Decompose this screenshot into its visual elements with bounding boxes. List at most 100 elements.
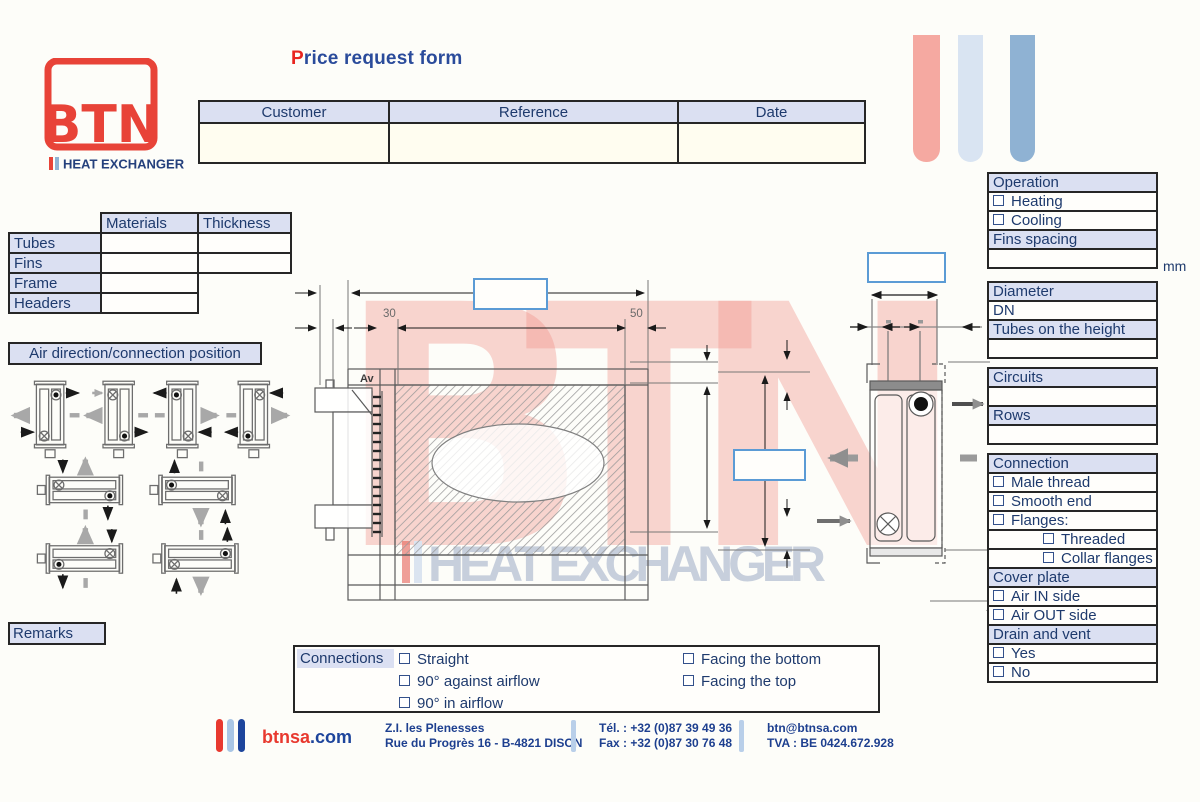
air-in-option[interactable]: Air IN side: [987, 586, 1158, 607]
frame-material-cell[interactable]: [100, 272, 199, 294]
remarks-label: Remarks: [8, 622, 106, 645]
air-in-label: Air IN side: [1011, 588, 1081, 605]
front-view: Av: [314, 368, 649, 601]
logo-tagline-bar-blue: [55, 157, 59, 170]
facing-bottom-option[interactable]: Facing the bottom: [683, 651, 821, 668]
straight-option[interactable]: Straight: [399, 651, 469, 668]
checkbox-icon: [993, 214, 1004, 225]
smooth-end-option[interactable]: Smooth end: [987, 491, 1158, 512]
checkbox-icon: [993, 647, 1004, 658]
circuits-rows-table: Circuits Rows: [987, 367, 1158, 445]
materials-blank-cell: [9, 213, 101, 233]
width-dimension-input[interactable]: [473, 278, 548, 310]
cooling-option[interactable]: Cooling: [987, 210, 1158, 231]
depth-dimension-input[interactable]: [867, 252, 946, 283]
footer-phone: Tél. : +32 (0)87 39 49 36 Fax : +32 (0)8…: [599, 721, 732, 751]
flanges-option[interactable]: Flanges:: [987, 510, 1158, 531]
title-accent-letter: P: [291, 48, 304, 69]
headers-material-cell[interactable]: [100, 292, 199, 314]
logo-tagline: HEAT EXCHANGER: [63, 157, 185, 172]
checkbox-icon: [683, 653, 694, 664]
circuits-input-cell[interactable]: [987, 386, 1158, 407]
dim-label-50: 50: [630, 308, 643, 320]
tubes-row-label: Tubes: [8, 232, 102, 254]
tubes-material-cell[interactable]: [100, 232, 199, 254]
checkbox-icon: [993, 609, 1004, 620]
collar-flanges-label: Collar flanges: [1061, 550, 1153, 567]
customer-input-cell[interactable]: [198, 122, 390, 164]
threaded-option[interactable]: Threaded: [987, 529, 1158, 550]
deco-bar-pink: [913, 35, 940, 162]
threaded-label: Threaded: [1061, 531, 1126, 548]
in-airflow-label: 90° in airflow: [417, 695, 504, 712]
fins-thickness-cell[interactable]: [197, 252, 292, 274]
airflow-arrow-icons: [10, 406, 291, 596]
fins-row-label: Fins: [8, 252, 102, 274]
checkbox-icon: [993, 590, 1004, 601]
rows-input-cell[interactable]: [987, 424, 1158, 445]
facing-top-option[interactable]: Facing the top: [683, 673, 796, 690]
cover-plate-header: Cover plate: [987, 567, 1158, 588]
date-input-cell[interactable]: [677, 122, 866, 164]
flanges-label: Flanges:: [1011, 512, 1069, 529]
footer-logo-bars: [216, 719, 249, 757]
footer-address-line1: Z.I. les Plenesses: [385, 721, 485, 735]
tubes-height-input-cell[interactable]: [987, 338, 1158, 359]
footer-address: Z.I. les Plenesses Rue du Progrès 16 - B…: [385, 721, 582, 751]
av-label: Av: [360, 373, 375, 385]
page-title: Price request form: [291, 48, 463, 70]
tube-ends: [373, 395, 381, 534]
male-thread-label: Male thread: [1011, 474, 1091, 491]
fins-material-cell[interactable]: [100, 252, 199, 274]
dn-label: DN: [993, 302, 1015, 319]
reference-input-cell[interactable]: [388, 122, 679, 164]
height-dimension-input[interactable]: [733, 449, 806, 481]
footer-email: btn@btnsa.com: [767, 721, 858, 735]
heating-option[interactable]: Heating: [987, 191, 1158, 212]
footer-bar-darkblue: [238, 719, 245, 752]
fins-spacing-input-cell[interactable]: [987, 248, 1158, 269]
drain-yes-option[interactable]: Yes: [987, 643, 1158, 664]
connections-label: Connections: [297, 649, 394, 668]
in-airflow-option[interactable]: 90° in airflow: [399, 695, 503, 712]
cooling-label: Cooling: [1011, 212, 1062, 229]
reference-header: Reference: [388, 100, 679, 124]
footer-contact: btn@btnsa.com TVA : BE 0424.672.928: [767, 721, 894, 751]
footer-bar-red: [216, 719, 223, 752]
connection-header: Connection: [987, 453, 1158, 474]
watermark-bar-red: [402, 541, 410, 583]
checkbox-icon: [993, 476, 1004, 487]
operation-fins-table: Operation Heating Cooling Fins spacing: [987, 172, 1158, 269]
drain-yes-label: Yes: [1011, 645, 1036, 662]
thickness-col-header: Thickness: [197, 212, 292, 234]
against-airflow-label: 90° against airflow: [417, 673, 540, 690]
diameter-table: Diameter DN Tubes on the height: [987, 281, 1158, 359]
male-thread-option[interactable]: Male thread: [987, 472, 1158, 493]
request-header-table: Customer Reference Date: [198, 100, 866, 164]
btn-logo: BTN HEAT EXCHANGER: [42, 58, 185, 172]
checkbox-icon: [993, 495, 1004, 506]
air-out-option[interactable]: Air OUT side: [987, 605, 1158, 626]
smooth-end-label: Smooth end: [1011, 493, 1092, 510]
footer-fax: Fax : +32 (0)87 30 76 48: [599, 736, 733, 750]
footer-separator: [571, 720, 576, 752]
connection-options-table: Connection Male thread Smooth end Flange…: [987, 453, 1158, 683]
against-airflow-option[interactable]: 90° against airflow: [399, 673, 540, 690]
deco-bar-lightblue: [958, 35, 983, 162]
checkbox-icon: [1043, 552, 1054, 563]
date-header: Date: [677, 100, 866, 124]
watermark-bar-blue: [414, 541, 422, 583]
collar-flanges-option[interactable]: Collar flanges: [987, 548, 1158, 569]
dn-input-cell[interactable]: DN: [987, 300, 1158, 321]
diameter-header: Diameter: [987, 281, 1158, 302]
checkbox-icon: [1043, 533, 1054, 544]
air-direction-section-header: Air direction/connection position: [8, 342, 262, 365]
title-rest: rice request form: [303, 48, 463, 69]
checkbox-icon: [399, 697, 410, 708]
drain-no-option[interactable]: No: [987, 662, 1158, 683]
tubes-thickness-cell[interactable]: [197, 232, 292, 254]
straight-label: Straight: [417, 651, 469, 668]
drain-no-label: No: [1011, 664, 1031, 681]
connections-section: Connections Straight 90° against airflow…: [293, 645, 880, 713]
connection-arrow-icons: [20, 387, 284, 594]
